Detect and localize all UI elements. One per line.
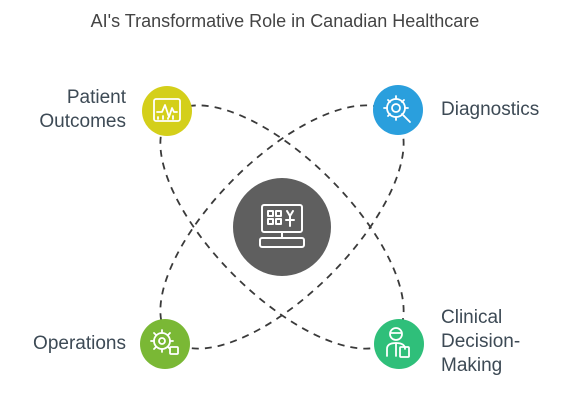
monitor-chart-icon [153, 98, 181, 122]
computer-keyboard-icon [259, 204, 305, 248]
clinical-label-line2: Decision- [441, 331, 521, 352]
clinical-label: Clinical Decision- Making [441, 306, 520, 378]
patient-outcomes-label: Patient Outcomes [39, 86, 126, 134]
diagnostics-label: Diagnostics [441, 99, 540, 120]
center-circle [233, 178, 331, 276]
diagnostics-circle [373, 85, 423, 135]
center-node [233, 178, 331, 276]
patient-outcomes-node [142, 86, 192, 136]
gear-magnifier-icon [383, 95, 411, 123]
patient-outcomes-label-line2: Outcomes [39, 111, 126, 132]
clinical-node [374, 319, 424, 369]
operations-node [140, 319, 190, 369]
diagnostics-node [373, 85, 423, 135]
operations-circle [140, 319, 190, 369]
clinical-label-line3: Making [441, 355, 503, 376]
doctor-person-icon [386, 327, 410, 358]
clinical-label-line1: Clinical [441, 307, 503, 328]
page-title: AI's Transformative Role in Canadian Hea… [90, 11, 480, 31]
gear-settings-icon [150, 329, 179, 355]
operations-label: Operations [33, 333, 126, 354]
patient-outcomes-label-line1: Patient [66, 87, 126, 108]
